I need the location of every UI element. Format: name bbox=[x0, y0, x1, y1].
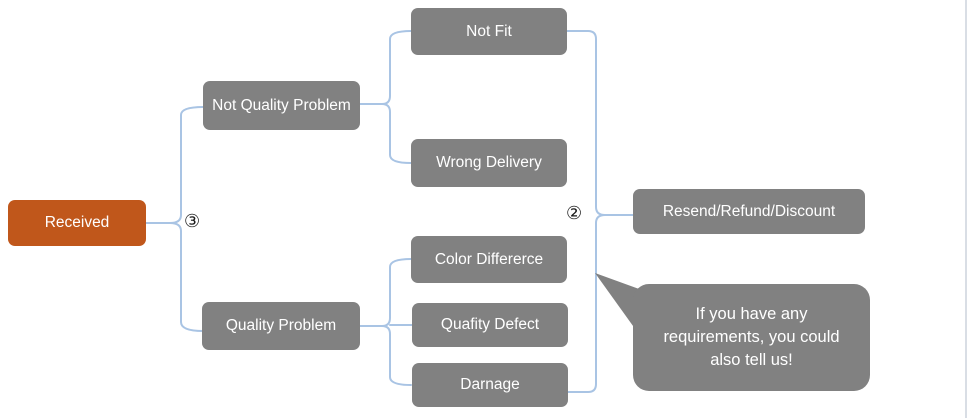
node-resend-refund-discount: Resend/Refund/Discount bbox=[633, 189, 865, 234]
callout-bubble: If you have any requirements, you could … bbox=[633, 284, 870, 391]
callout-line-3: also tell us! bbox=[710, 351, 793, 369]
node-color-differerce-label: Color Differerce bbox=[434, 250, 544, 268]
node-resend-refund-discount-label: Resend/Refund/Discount bbox=[662, 202, 836, 220]
connector-left-brace bbox=[169, 106, 204, 332]
node-wrong-delivery-label: Wrong Delivery bbox=[436, 154, 542, 172]
callout-line-1: If you have any bbox=[695, 305, 808, 323]
node-color-differerce: Color Differerce bbox=[411, 236, 567, 283]
node-darnage: Darnage bbox=[412, 363, 568, 407]
callout-line-2: requirements, you could bbox=[663, 328, 840, 346]
merge-marker-circled-2: ② bbox=[566, 203, 583, 224]
node-quafity-defect: Quafity Defect bbox=[412, 303, 568, 347]
node-received: Received bbox=[8, 200, 146, 246]
node-not-quality-problem: Not Quality Problem bbox=[203, 81, 360, 130]
node-not-quality-problem-label: Not Quality Problem bbox=[212, 96, 351, 114]
connector-nqp-brace bbox=[381, 30, 412, 164]
node-not-fit: Not Fit bbox=[411, 8, 567, 55]
node-quality-problem: Quality Problem bbox=[202, 302, 360, 350]
node-darnage-label: Darnage bbox=[460, 376, 520, 394]
node-received-label: Received bbox=[44, 214, 110, 232]
node-wrong-delivery: Wrong Delivery bbox=[411, 139, 567, 187]
connector-qp-brace bbox=[381, 258, 412, 386]
split-marker-circled-3: ③ bbox=[184, 211, 201, 232]
node-quafity-defect-label: Quafity Defect bbox=[440, 316, 540, 334]
node-quality-problem-label: Quality Problem bbox=[225, 317, 337, 335]
node-not-fit-label: Not Fit bbox=[466, 22, 512, 40]
